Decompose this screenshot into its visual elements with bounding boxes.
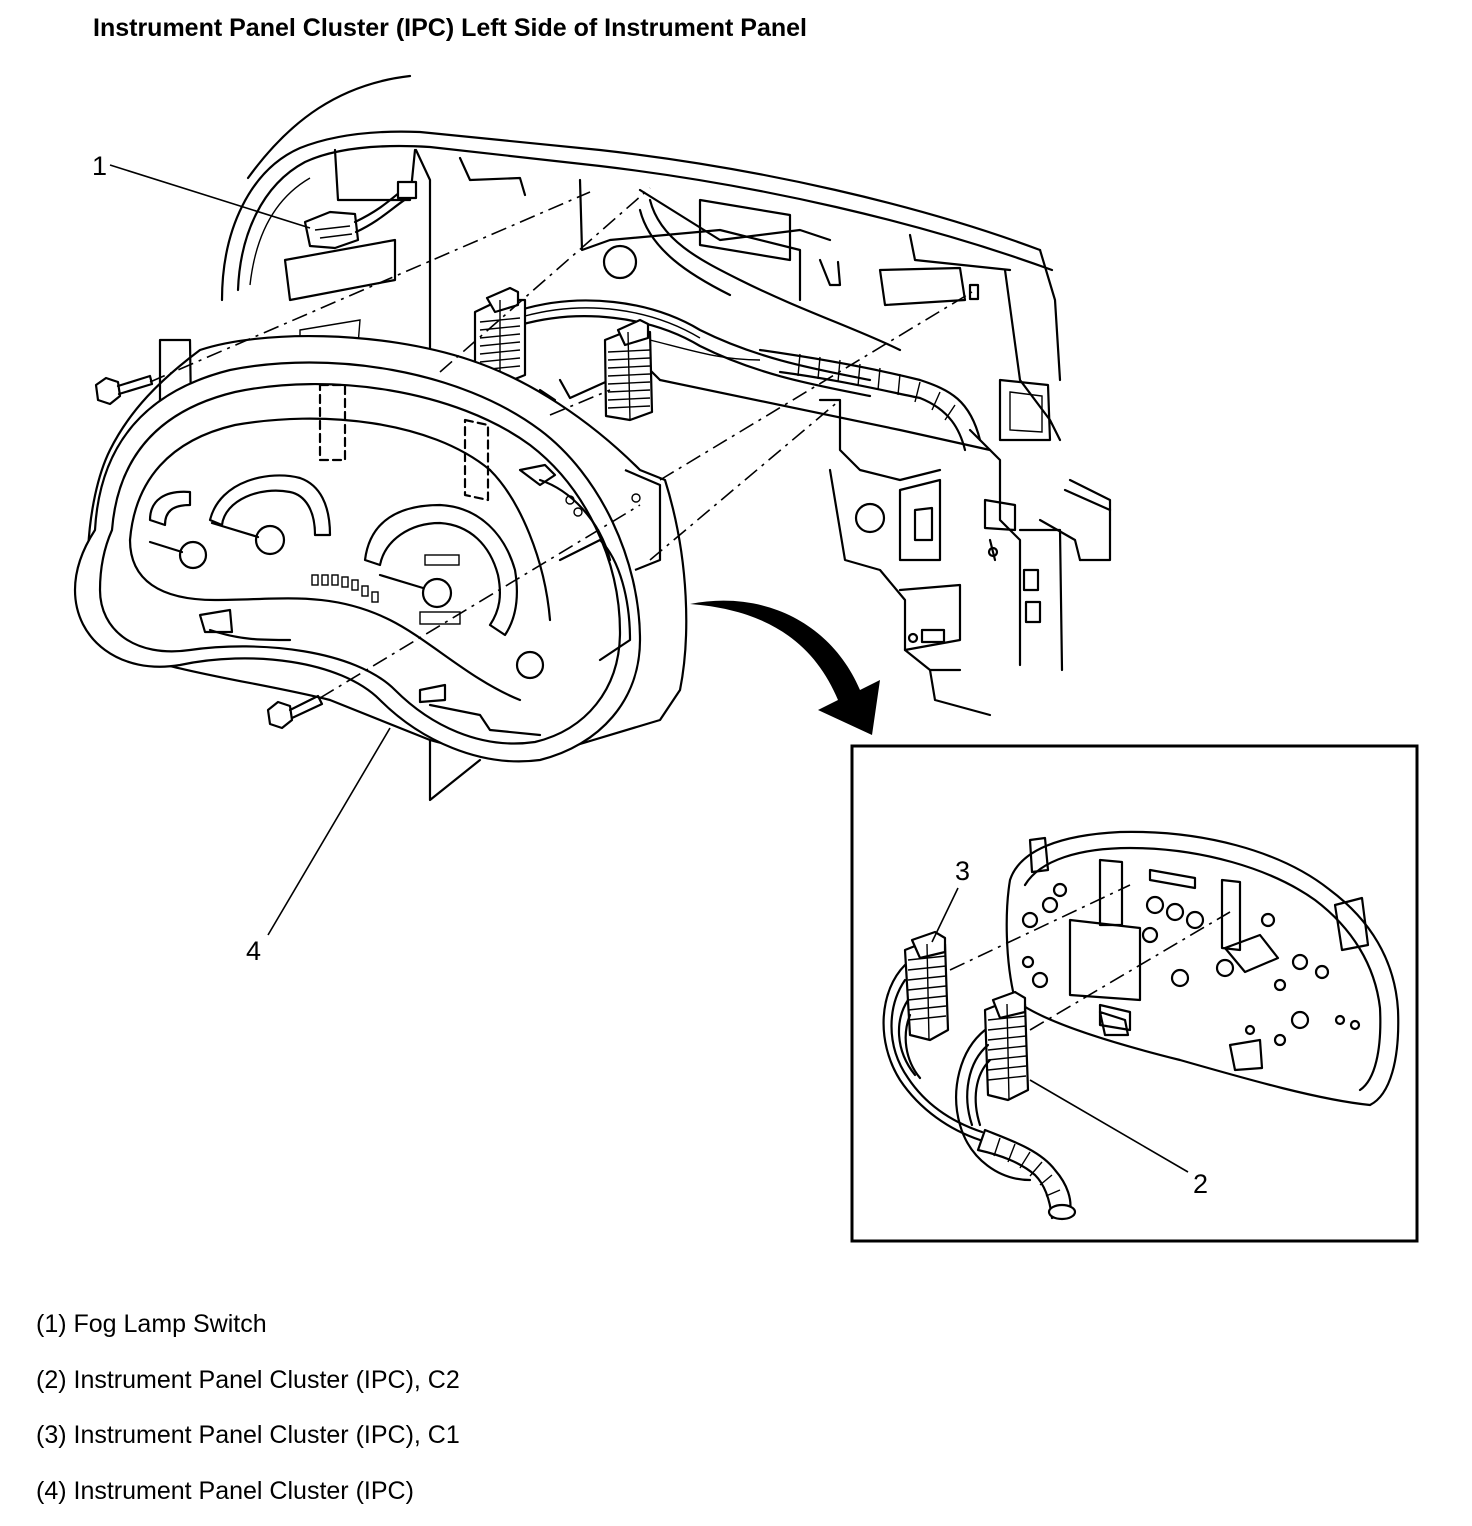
callout-1: 1	[92, 151, 107, 181]
legend-item-fog-lamp-switch: (1) Fog Lamp Switch	[36, 1304, 460, 1360]
fog-lamp-switch	[305, 182, 416, 248]
callout-3: 3	[955, 856, 970, 886]
instrument-panel-cluster	[75, 336, 686, 800]
ipc-illustration: 1 2 3 4	[0, 0, 1472, 1280]
connector-c2-installed	[605, 320, 652, 420]
legend-item-ipc: (4) Instrument Panel Cluster (IPC)	[36, 1471, 460, 1526]
callout-4: 4	[246, 936, 261, 966]
callout-2: 2	[1193, 1169, 1208, 1199]
legend-list: (1) Fog Lamp Switch (2) Instrument Panel…	[36, 1304, 460, 1526]
detail-view-arrow	[690, 601, 880, 735]
legend-item-ipc-c2: (2) Instrument Panel Cluster (IPC), C2	[36, 1360, 460, 1416]
detail-inset	[852, 746, 1417, 1241]
legend-item-ipc-c1: (3) Instrument Panel Cluster (IPC), C1	[36, 1415, 460, 1471]
mounting-bolt-lower	[268, 696, 322, 728]
